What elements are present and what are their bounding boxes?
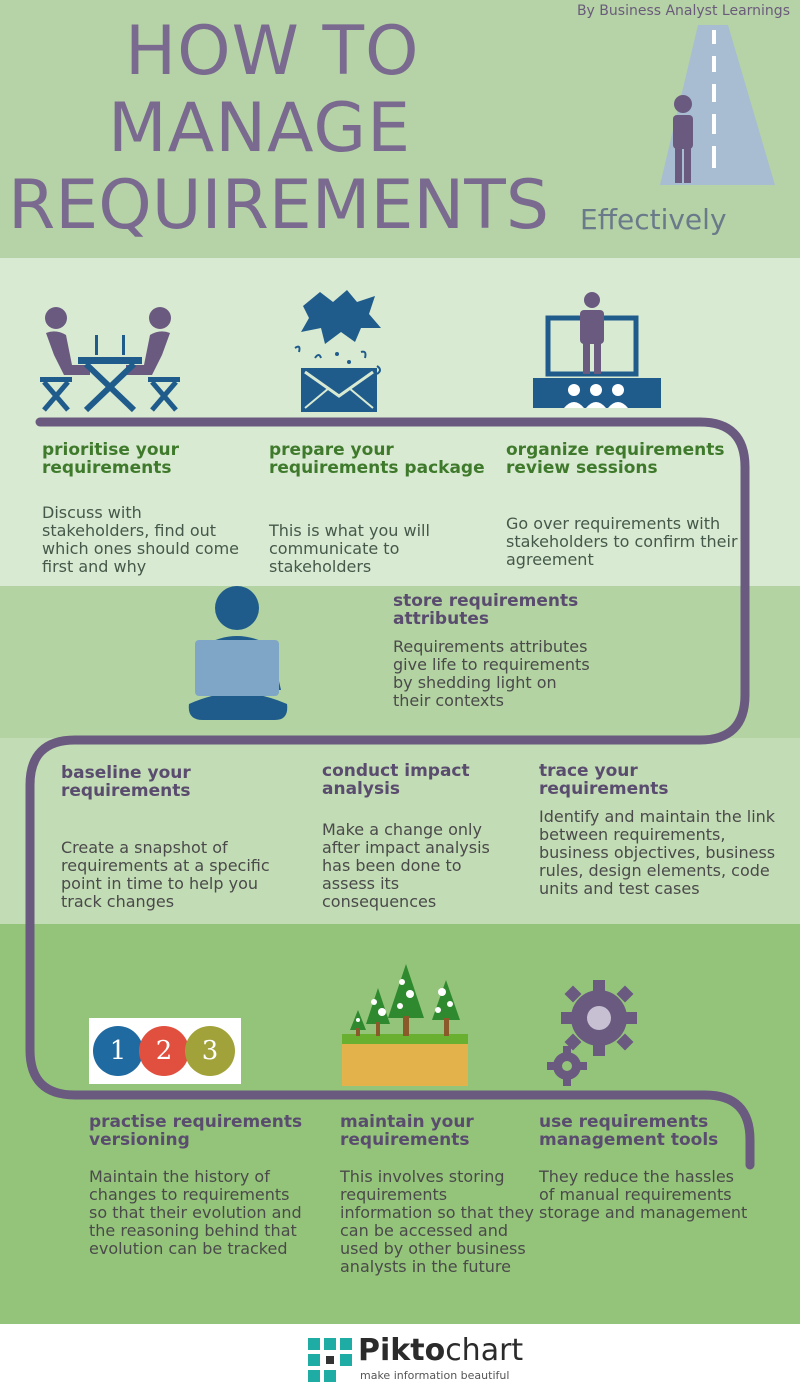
step-4-text: Requirements attributes give life to req… [393, 637, 590, 710]
number-circle-3: 3 [185, 1026, 235, 1076]
header-band [0, 0, 800, 258]
row3-band [0, 738, 800, 924]
brand-part-b: chart [445, 1333, 524, 1368]
byline: By Business Analyst Learnings [576, 3, 790, 19]
step-9-text: This involves storing requirements infor… [340, 1167, 534, 1276]
brand-part-a: Pikto [358, 1333, 446, 1368]
piktochart-logo-icon [308, 1338, 352, 1382]
numbers-icon: 1 2 3 [89, 1018, 241, 1084]
step-8-title: practise requirements versioning [89, 1112, 303, 1150]
step-5-title: baseline your requirements [61, 763, 191, 801]
step-9-title: maintain your requirements [340, 1112, 474, 1150]
road-person-icon [660, 25, 775, 185]
step-3-text: Go over requirements with stakeholders t… [506, 514, 738, 569]
step-3-title: organize requirements review sessions [506, 440, 725, 478]
piktochart-wordmark: Piktochart [358, 1334, 523, 1368]
step-1-title: prioritise your requirements [42, 440, 180, 478]
step-2-text: This is what you will communicate to sta… [269, 521, 430, 576]
laptop-person-icon [188, 586, 288, 720]
step-6-title: conduct impact analysis [322, 761, 470, 799]
step-6-text: Make a change only after impact analysis… [322, 820, 490, 911]
meeting-icon [40, 307, 180, 413]
piktochart-tagline: make information beautiful [360, 1369, 510, 1382]
title-line-3: REQUIREMENTS [8, 166, 549, 245]
step-7-text: Identify and maintain the link between r… [539, 807, 776, 898]
title-line-2: MANAGE [108, 89, 412, 168]
step-8-text: Maintain the history of changes to requi… [89, 1167, 302, 1258]
row2-band [0, 586, 800, 738]
envelope-icon [294, 290, 381, 412]
number-circle-1: 1 [93, 1026, 143, 1076]
subtitle: Effectively [580, 203, 727, 236]
step-10-text: They reduce the hassles of manual requir… [539, 1167, 748, 1222]
gears-icon [547, 980, 637, 1086]
trees-icon [342, 964, 468, 1086]
presentation-icon [533, 292, 661, 408]
step-1-text: Discuss with stakeholders, find out whic… [42, 503, 239, 576]
step-5-text: Create a snapshot of requirements at a s… [61, 838, 270, 911]
step-4-title: store requirements attributes [393, 591, 579, 629]
step-2-title: prepare your requirements package [269, 440, 485, 478]
step-7-title: trace your requirements [539, 761, 669, 799]
footer-band [0, 1324, 800, 1397]
step-10-title: use requirements management tools [539, 1112, 719, 1150]
number-circle-2: 2 [139, 1026, 189, 1076]
title-line-1: HOW TO [125, 12, 420, 91]
piktochart-logo[interactable]: Piktochart make information beautiful [308, 1334, 523, 1386]
